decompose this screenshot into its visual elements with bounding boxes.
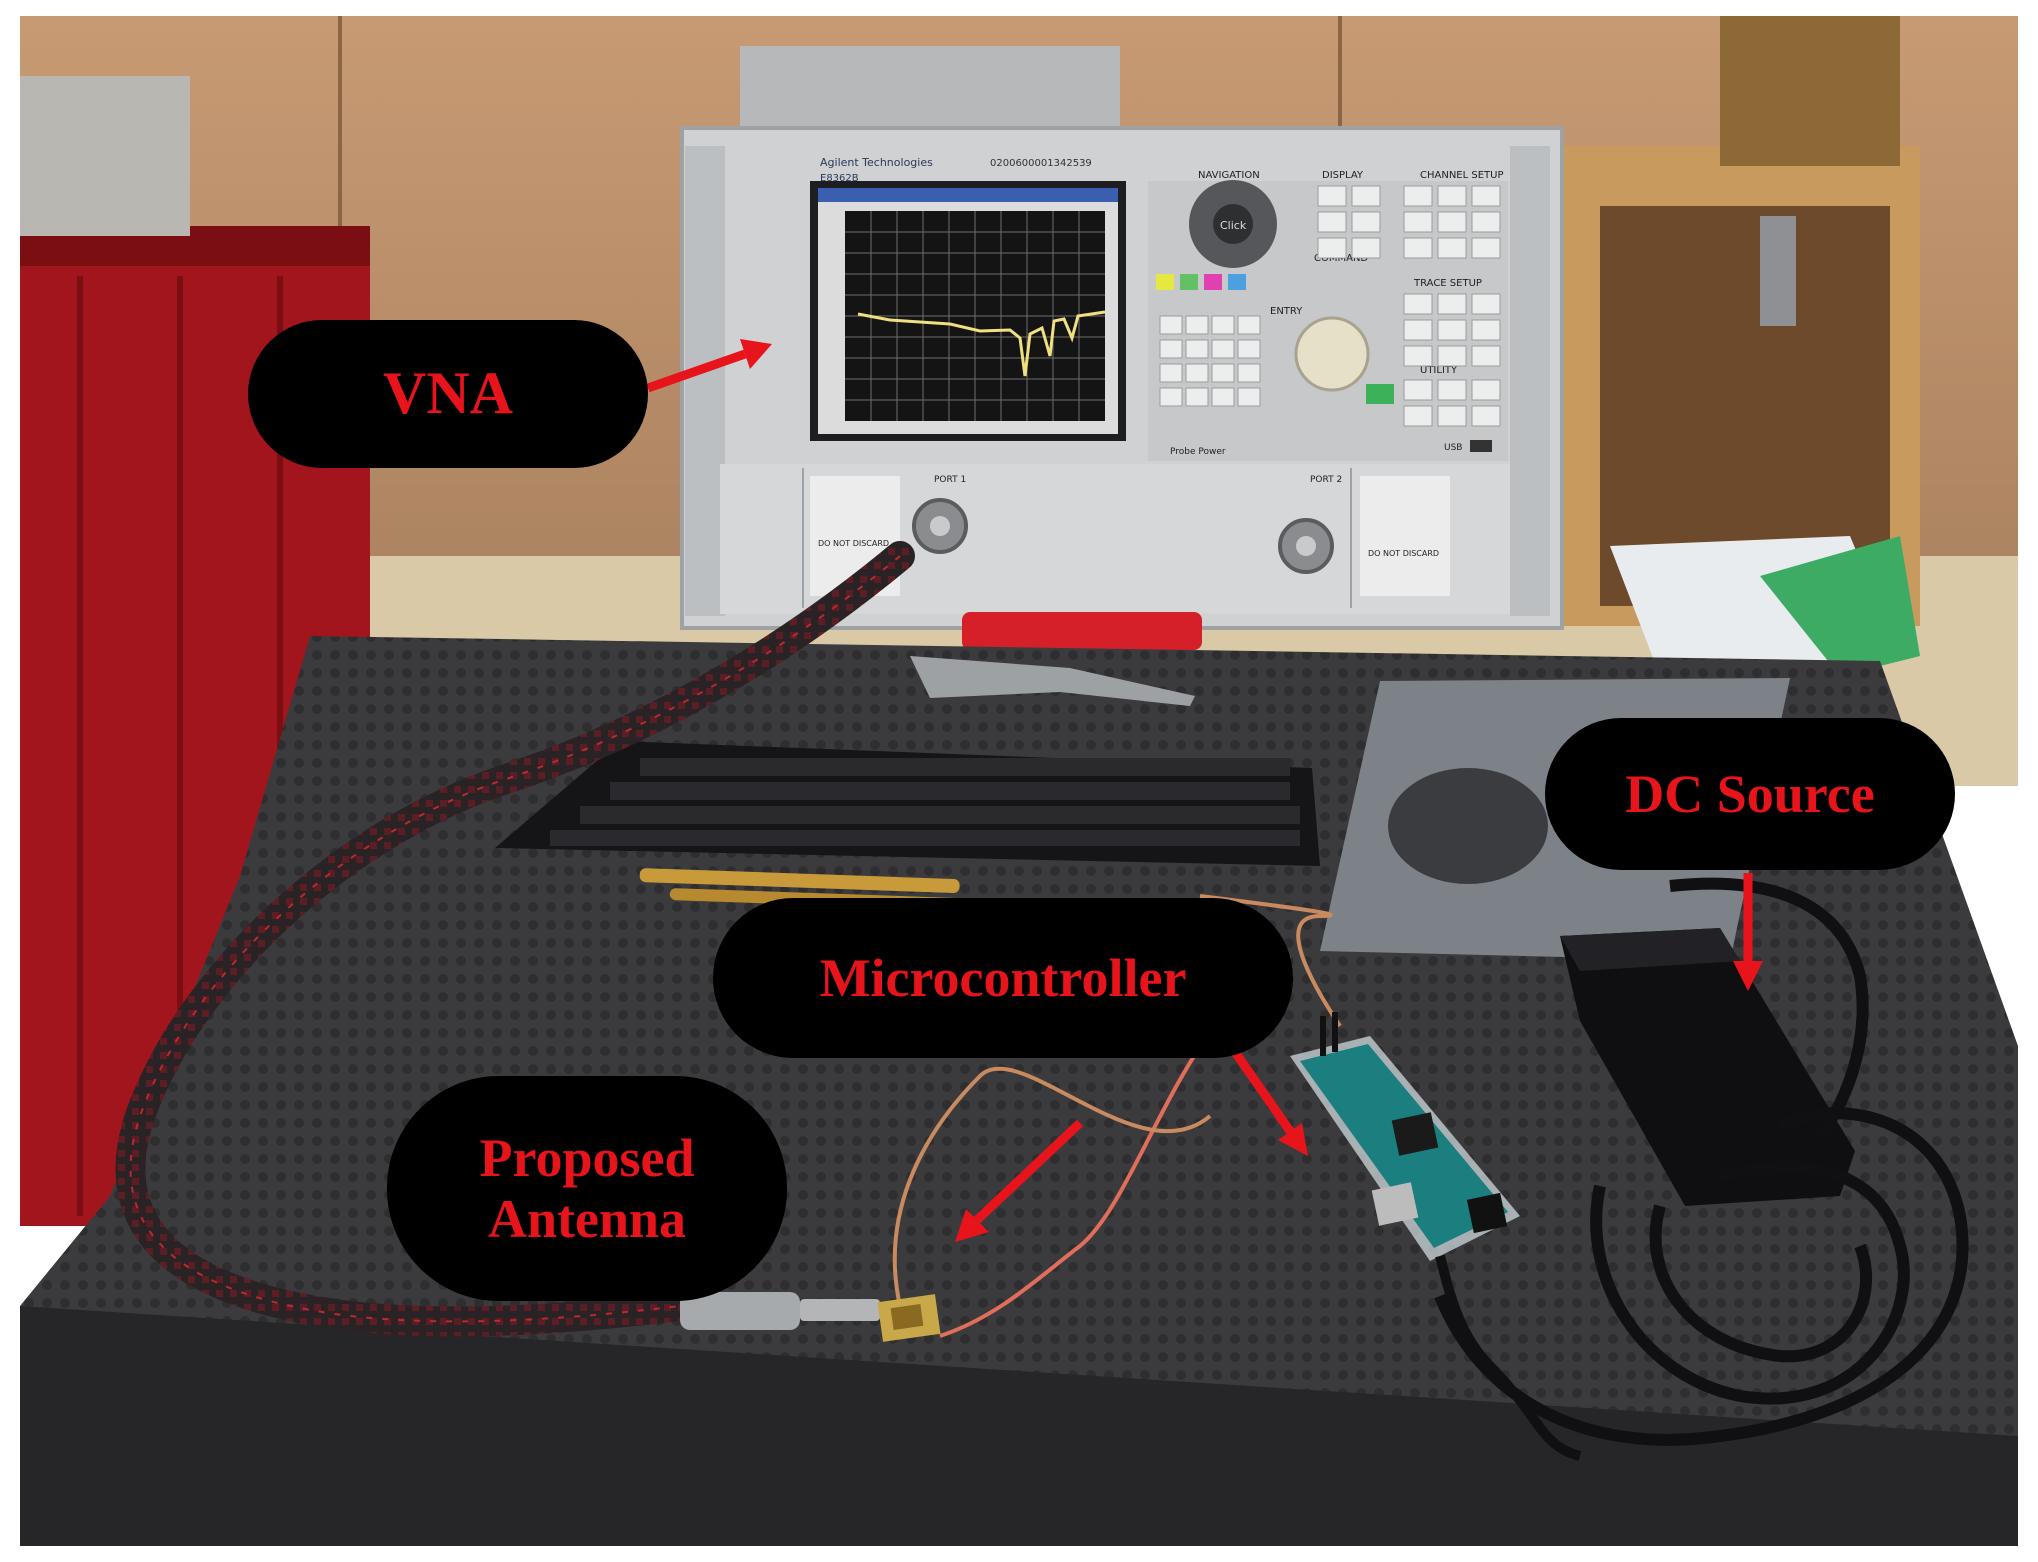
pliers (910, 656, 1195, 706)
red-cutter (962, 612, 1202, 650)
svg-text:PORT 2: PORT 2 (1310, 475, 1342, 485)
usb-cable (1434, 877, 1969, 1446)
microcontroller-board (1290, 1012, 1520, 1261)
svg-text:Probe Power: Probe Power (1170, 447, 1226, 457)
vna-keypad[interactable] (1159, 185, 1501, 427)
svg-text:DISPLAY: DISPLAY (1322, 170, 1364, 181)
svg-text:DO NOT DISCARD: DO NOT DISCARD (1368, 549, 1439, 558)
vna-control-panel: NAVIGATION DISPLAY CHANNEL SETUP COMMAND… (1148, 170, 1508, 461)
dc-power-bank (1560, 928, 1855, 1206)
warning-label-right: DO NOT DISCARD (1360, 476, 1450, 596)
svg-text:PORT 1: PORT 1 (934, 475, 966, 485)
vna-serial: 0200600001342539 (990, 158, 1092, 169)
svg-text:NAVIGATION: NAVIGATION (1198, 170, 1260, 181)
arrow-microcontroller (1229, 1046, 1296, 1137)
s11-trace (857, 310, 1106, 377)
preset-key[interactable] (1366, 384, 1394, 404)
arrow-vna (646, 349, 747, 393)
dc-source-callout-label: DC Source (1625, 763, 1875, 824)
microcontroller-callout: Microcontroller (713, 898, 1293, 1058)
keyboard (495, 741, 1320, 866)
antenna-callout: Proposed Antenna (387, 1076, 787, 1301)
vna-brand: Agilent Technologies (820, 156, 933, 169)
vna-callout-label: VNA (383, 360, 513, 427)
svg-text:DO NOT DISCARD: DO NOT DISCARD (818, 539, 889, 548)
sma-connector (680, 1292, 800, 1330)
svg-text:ENTRY: ENTRY (1270, 306, 1303, 317)
rotary-knob[interactable] (1294, 316, 1370, 392)
antenna-callout-label: Proposed Antenna (479, 1128, 695, 1249)
svg-text:UTILITY: UTILITY (1420, 365, 1458, 376)
svg-text:Click: Click (1220, 219, 1247, 232)
pens (639, 868, 960, 893)
arrow-antenna (973, 1119, 1084, 1224)
computer-mouse (1388, 768, 1548, 884)
microcontroller-callout-label: Microcontroller (819, 947, 1187, 1008)
svg-text:TRACE SETUP: TRACE SETUP (1413, 278, 1482, 289)
vna-callout: VNA (248, 320, 648, 468)
vna-instrument: Agilent Technologies E8362B 020060000134… (680, 46, 1564, 650)
svg-text:CHANNEL SETUP: CHANNEL SETUP (1420, 170, 1504, 181)
svg-text:USB: USB (1444, 443, 1462, 453)
callout-arrows (646, 339, 1763, 1242)
vna-model: E8362B (820, 173, 859, 184)
usb-port (1470, 440, 1492, 452)
dc-source-callout: DC Source (1545, 718, 1955, 870)
